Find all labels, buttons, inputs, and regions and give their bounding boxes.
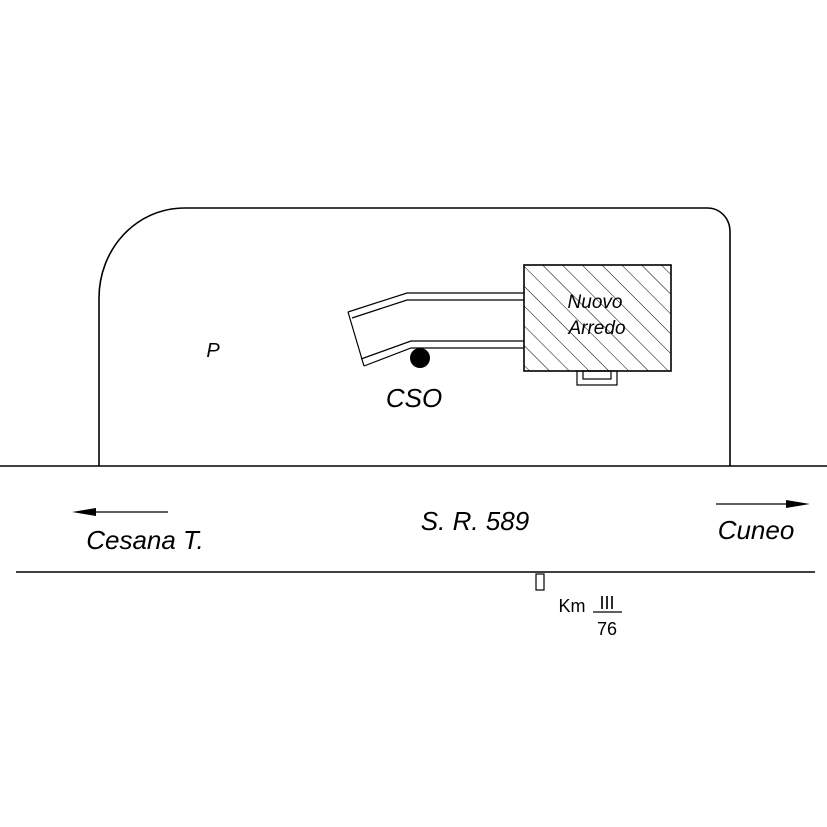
building-label-line1: Nuovo [568,292,623,313]
access-ramp-inner-bottom [360,340,524,360]
access-ramp-end [347,311,365,367]
direction-left-label: Cesana T. [86,525,204,555]
building-nuovo-arredo [523,264,672,372]
building-annex-inner [582,370,612,380]
km-prefix-label: Km [559,596,586,616]
km-numerator-label: III [599,593,614,613]
road-label: S. R. 589 [421,506,529,536]
km-marker-post [535,573,545,591]
arrow-left-head [72,508,96,516]
km-denominator-label: 76 [597,619,617,639]
access-ramp-outer [347,292,524,313]
direction-right-label: Cuneo [718,515,795,545]
building-label-line2: Arredo [567,318,625,339]
lot-outline [98,207,731,466]
arrow-right-head [786,500,810,508]
cso-point-marker [410,348,430,368]
access-ramp-inner-top [351,299,524,319]
parking-label: P [206,340,220,362]
cso-label: CSO [386,383,442,413]
access-ramp-outer-bottom [363,347,524,367]
